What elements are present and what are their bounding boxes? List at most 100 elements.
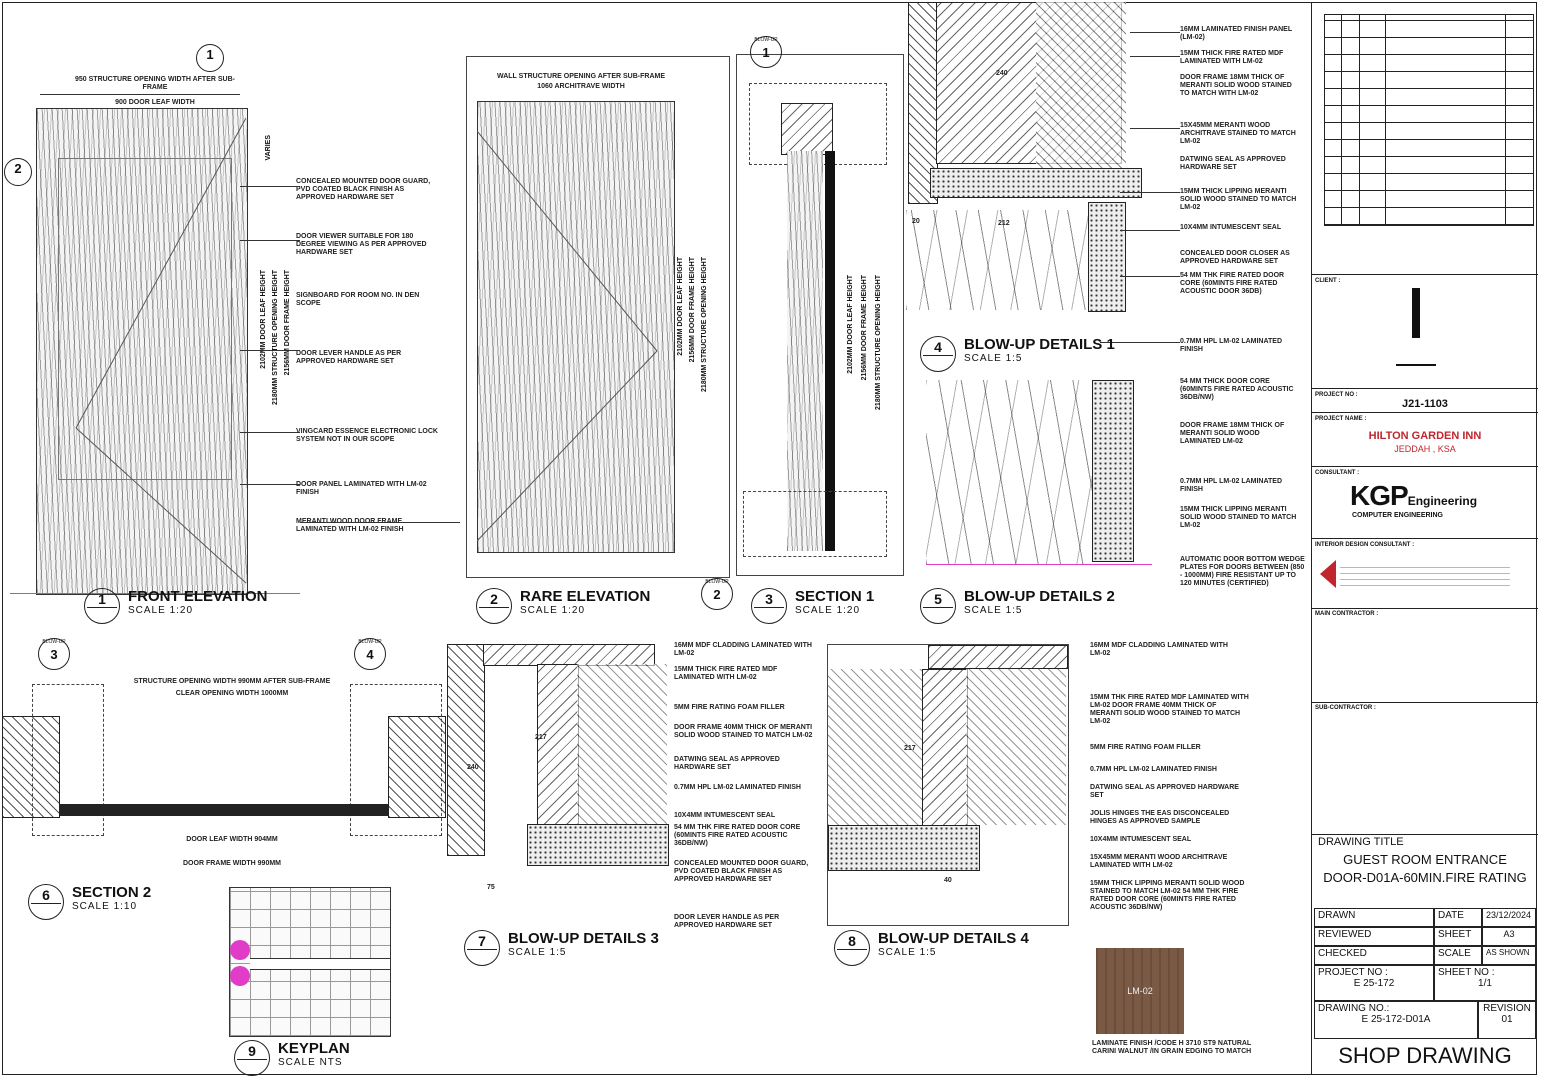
d3-note: CONCEALED MOUNTED DOOR GUARD, PVD COATED…	[674, 860, 809, 883]
varies-label: VARIES	[265, 135, 272, 161]
dashed-box-left	[32, 684, 104, 836]
tag-number: 8	[848, 933, 856, 949]
front-note: DOOR PANEL LAMINATED WITH LM-02 FINISH	[296, 481, 427, 496]
door-core-d3	[527, 824, 669, 866]
rear-dim-top-2: 1060 ARCHITRAVE WIDTH	[537, 83, 625, 90]
rear-dim-v2: 2156MM DOOR FRAME HEIGHT	[689, 257, 696, 363]
tag-bubble: 2	[476, 588, 512, 624]
view-scale: SCALE 1:20	[128, 605, 194, 616]
swatch-code: LM-02	[1127, 986, 1153, 996]
tag-bubble: 7	[464, 930, 500, 966]
door-leaf-front	[36, 108, 248, 595]
view-title: SECTION 2	[72, 884, 152, 901]
front-dim-top-2: 900 DOOR LEAF WIDTH	[115, 99, 195, 106]
front-dim-v1: 2102MM DOOR LEAF HEIGHT	[260, 270, 267, 369]
front-dim-v3: 2156MM DOOR FRAME HEIGHT	[284, 270, 291, 376]
revision-label: REVISION	[1483, 1003, 1531, 1014]
d1-note: 15MM THICK LIPPING MERANTI SOLID WOOD ST…	[1180, 188, 1297, 211]
sec2-dim-b2: DOOR FRAME WIDTH 990MM	[183, 860, 281, 867]
drawing-title-2: DOOR-D01A-60MIN.FIRE RATING	[1323, 870, 1527, 885]
front-dim-top-1: 950 STRUCTURE OPENING WIDTH AFTER SUB-FR…	[75, 76, 235, 91]
drawing-title-label: DRAWING TITLE	[1318, 836, 1404, 848]
front-note: SIGNBOARD FOR ROOM NO. IN DEN SCOPE	[296, 292, 420, 307]
client-label: CLIENT :	[1315, 278, 1341, 284]
section-1: 2102MM DOOR LEAF HEIGHT 2156MM DOOR FRAM…	[736, 54, 904, 576]
front-note: VINGCARD ESSENCE ELECTRONIC LOCK SYSTEM …	[296, 428, 438, 443]
d1-note: 16MM LAMINATED FINISH PANEL (LM-02)	[1180, 26, 1293, 41]
view-title: BLOW-UP DETAILS 2	[964, 588, 1115, 605]
d1-note: 54 MM THK FIRE RATED DOOR CORE (60MINTS …	[1180, 272, 1285, 295]
drawing-no-label: DRAWING NO.:	[1318, 1003, 1390, 1014]
tag-bubble: 5	[920, 588, 956, 624]
view-title: RARE ELEVATION	[520, 588, 651, 605]
blowup-detail-4: 217 40	[827, 644, 1069, 926]
door-leaf-grain	[906, 210, 1088, 310]
laminate-swatch: LM-02	[1096, 948, 1184, 1034]
dim-240: 240	[996, 70, 1008, 77]
rear-dim-v1: 2102MM DOOR LEAF HEIGHT	[677, 257, 684, 356]
date-cell: 23/12/2024	[1482, 908, 1536, 927]
view-scale: SCALE 1:5	[508, 947, 567, 958]
door-grain-2	[926, 380, 1092, 564]
wall-hatch-d3	[447, 644, 485, 856]
main-contractor-label: MAIN CONTRACTOR :	[1315, 611, 1379, 617]
dim-40-d4: 40	[944, 877, 952, 884]
project-name: HILTON GARDEN INN	[1368, 430, 1482, 442]
d2-note: 0.7MM HPL LM-02 LAMINATED FINISH	[1180, 478, 1283, 493]
wall-hatch-right	[1036, 2, 1126, 192]
door-leaf-plan	[60, 804, 388, 816]
consultant-label: CONSULTANT :	[1315, 470, 1360, 476]
view-scale: SCALE 1:5	[878, 947, 937, 958]
section-ref-marker-left: 2	[4, 158, 32, 186]
drawing-title-1: GUEST ROOM ENTRANCE	[1343, 852, 1507, 867]
d3-note: 16MM MDF CLADDING LAMINATED WITH LM-02	[674, 642, 812, 657]
tag-number: 4	[934, 339, 942, 355]
cladding-d3	[483, 644, 655, 666]
sheet-no: 1/1	[1478, 978, 1492, 989]
project-no: J21-1103	[1402, 398, 1448, 410]
keyplan-marker-1	[230, 940, 250, 960]
d1-note: 0.7MM HPL LM-02 LAMINATED FINISH	[1180, 338, 1283, 353]
drawing-no-cell: DRAWING NO.: E 25-172-D01A	[1314, 1001, 1478, 1039]
view-scale: SCALE 1:5	[964, 605, 1023, 616]
project-name-label: PROJECT NAME :	[1315, 416, 1367, 422]
view-title: BLOW-UP DETAILS 4	[878, 930, 1029, 947]
view-title: SECTION 1	[795, 588, 875, 605]
wall-left-d4	[828, 669, 928, 825]
dim-217-d4: 217	[904, 745, 916, 752]
client-logo	[1412, 288, 1420, 338]
kgp-sub: Engineering	[1407, 494, 1478, 508]
door-swing-lines	[75, 117, 246, 584]
door-core-section	[825, 151, 835, 551]
dashed-box-right	[350, 684, 442, 836]
project-no-label: PROJECT NO :	[1315, 392, 1358, 398]
tag-bubble: 3	[751, 588, 787, 624]
d4-note: 15X45MM MERANTI WOOD ARCHITRAVE LAMINATE…	[1090, 854, 1228, 869]
d3-note: 15MM THICK FIRE RATED MDF LAMINATED WITH…	[674, 666, 778, 681]
tag-number: 1	[98, 591, 106, 607]
hatch-right-d3	[577, 664, 667, 824]
d3-note: DOOR LEVER HANDLE AS PER APPROVED HARDWA…	[674, 914, 780, 929]
d4-note: 5MM FIRE RATING FOAM FILLER	[1090, 744, 1201, 751]
view-title: BLOW-UP DETAILS 1	[964, 336, 1115, 353]
drawn-cell: DRAWN	[1314, 908, 1434, 927]
view-title: BLOW-UP DETAILS 3	[508, 930, 659, 947]
rear-dim-top-1: WALL STRUCTURE OPENING AFTER SUB-FRAME	[497, 73, 665, 80]
revision-cell: REVISION 01	[1478, 1001, 1536, 1039]
d4-note: 0.7MM HPL LM-02 LAMINATED FINISH	[1090, 766, 1217, 773]
section-ref-marker-top: 1	[196, 44, 224, 72]
view-title: KEYPLAN	[278, 1040, 350, 1057]
view-scale: SCALE 1:10	[72, 901, 138, 912]
cladding-d4	[928, 645, 1068, 669]
front-dim-v2: 2180MM STRUCTURE OPENING HEIGHT	[272, 270, 279, 405]
drawing-no: E 25-172-D01A	[1361, 1014, 1431, 1025]
floor-line	[10, 593, 300, 594]
date-label-cell: DATE	[1434, 908, 1482, 927]
sheet-label-cell: SHEET	[1434, 927, 1482, 946]
project-no-cell: PROJECT NO : E 25-172	[1314, 965, 1434, 1001]
wall-section	[787, 151, 823, 551]
